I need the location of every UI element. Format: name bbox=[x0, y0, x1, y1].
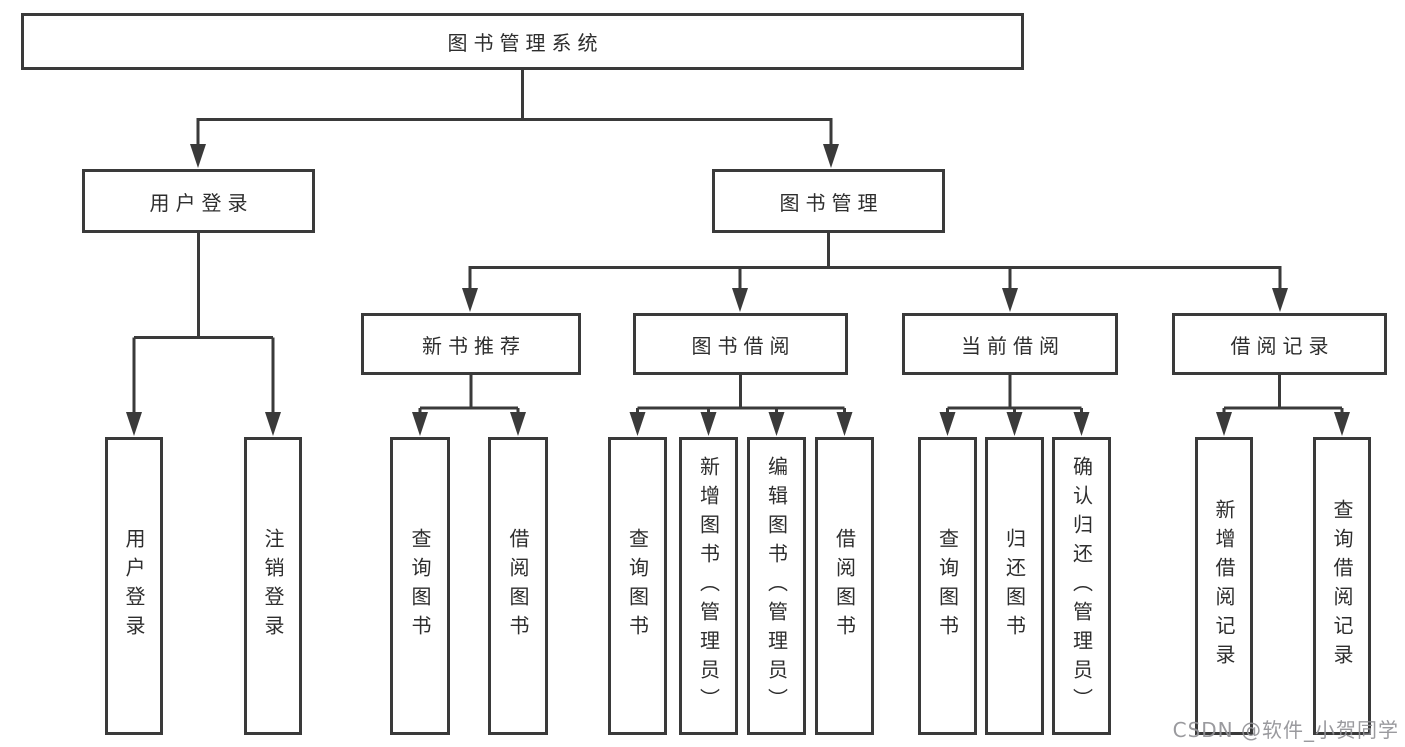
node-label: 图书管理 bbox=[779, 190, 884, 215]
node-label: 图书管理系统 bbox=[447, 31, 604, 55]
connector-book-mgmt-to-level3 bbox=[468, 233, 1282, 288]
leaf-current-confirm-return-admin: 确认归还（管理员） bbox=[1052, 437, 1111, 735]
leaf-current-query-books: 查询图书 bbox=[918, 437, 977, 735]
node-label: 查询图书 bbox=[935, 528, 960, 644]
node-book-borrow: 图书借阅 bbox=[633, 313, 848, 375]
node-current-borrow: 当前借阅 bbox=[902, 313, 1118, 375]
arrowhead bbox=[1216, 412, 1232, 436]
node-label: 新增借阅记录 bbox=[1212, 499, 1236, 673]
node-label: 借阅记录 bbox=[1230, 333, 1335, 358]
arrowhead bbox=[510, 412, 526, 436]
node-label: 用户登录 bbox=[122, 528, 146, 644]
leaf-borrow-add-books-admin: 新增图书（管理员） bbox=[679, 437, 738, 735]
node-label: 查询借阅记录 bbox=[1330, 499, 1354, 673]
connector-current-borrow-to-leaves bbox=[946, 375, 1083, 412]
node-label: 归还图书 bbox=[1002, 528, 1027, 644]
arrowhead bbox=[823, 144, 839, 168]
arrowhead bbox=[732, 288, 748, 312]
arrowhead bbox=[190, 144, 206, 168]
arrowhead bbox=[1073, 412, 1090, 436]
connector-root-to-level2 bbox=[196, 70, 833, 146]
leaf-newbooks-query-books: 查询图书 bbox=[390, 437, 450, 735]
arrowhead bbox=[768, 412, 785, 436]
node-label: 新增图书（管理员） bbox=[696, 455, 721, 717]
leaf-records-add-record: 新增借阅记录 bbox=[1195, 437, 1253, 735]
leaf-current-return-books: 归还图书 bbox=[985, 437, 1044, 735]
arrowhead bbox=[1334, 412, 1350, 436]
csdn-watermark: CSDN @软件_小贺同学 bbox=[1172, 718, 1399, 742]
node-label: 编辑图书（管理员） bbox=[764, 455, 789, 717]
node-label: 新书推荐 bbox=[422, 333, 526, 358]
arrowhead bbox=[462, 288, 478, 312]
node-label: 用户登录 bbox=[149, 190, 254, 215]
arrowhead bbox=[700, 412, 717, 436]
node-new-book-recommend: 新书推荐 bbox=[361, 313, 581, 375]
arrowhead bbox=[629, 412, 646, 436]
node-label: 借阅图书 bbox=[506, 528, 530, 644]
leaf-borrow-borrow-books: 借阅图书 bbox=[815, 437, 874, 735]
connector-new-books-to-leaves bbox=[418, 375, 520, 412]
node-borrow-records: 借阅记录 bbox=[1172, 313, 1387, 375]
node-label: 确认归还（管理员） bbox=[1069, 455, 1094, 717]
leaf-newbooks-borrow-books: 借阅图书 bbox=[488, 437, 548, 735]
connector-borrow-records-to-leaves bbox=[1222, 375, 1344, 412]
arrowhead bbox=[836, 412, 853, 436]
arrowhead bbox=[126, 412, 142, 436]
node-label: 图书借阅 bbox=[691, 333, 796, 358]
arrowhead bbox=[412, 412, 428, 436]
arrowhead bbox=[1002, 288, 1018, 312]
arrowhead bbox=[1006, 412, 1023, 436]
node-book-management: 图书管理 bbox=[712, 169, 945, 233]
connector-book-borrow-to-leaves bbox=[636, 375, 846, 412]
arrowhead bbox=[1272, 288, 1288, 312]
connector-user-login-to-leaves bbox=[132, 233, 275, 412]
node-label: 借阅图书 bbox=[832, 528, 857, 644]
leaf-user-login: 用户登录 bbox=[105, 437, 163, 735]
node-label: 当前借阅 bbox=[961, 333, 1065, 358]
arrowhead bbox=[939, 412, 956, 436]
leaf-logout: 注销登录 bbox=[244, 437, 302, 735]
node-label: 查询图书 bbox=[408, 528, 432, 644]
leaf-records-query-record: 查询借阅记录 bbox=[1313, 437, 1371, 735]
leaf-borrow-query-books: 查询图书 bbox=[608, 437, 667, 735]
node-root-library-system: 图书管理系统 bbox=[21, 13, 1024, 70]
arrowhead bbox=[265, 412, 281, 436]
node-label: 注销登录 bbox=[261, 528, 285, 644]
node-label: 查询图书 bbox=[625, 528, 650, 644]
leaf-borrow-edit-books-admin: 编辑图书（管理员） bbox=[747, 437, 806, 735]
node-user-login: 用户登录 bbox=[82, 169, 315, 233]
